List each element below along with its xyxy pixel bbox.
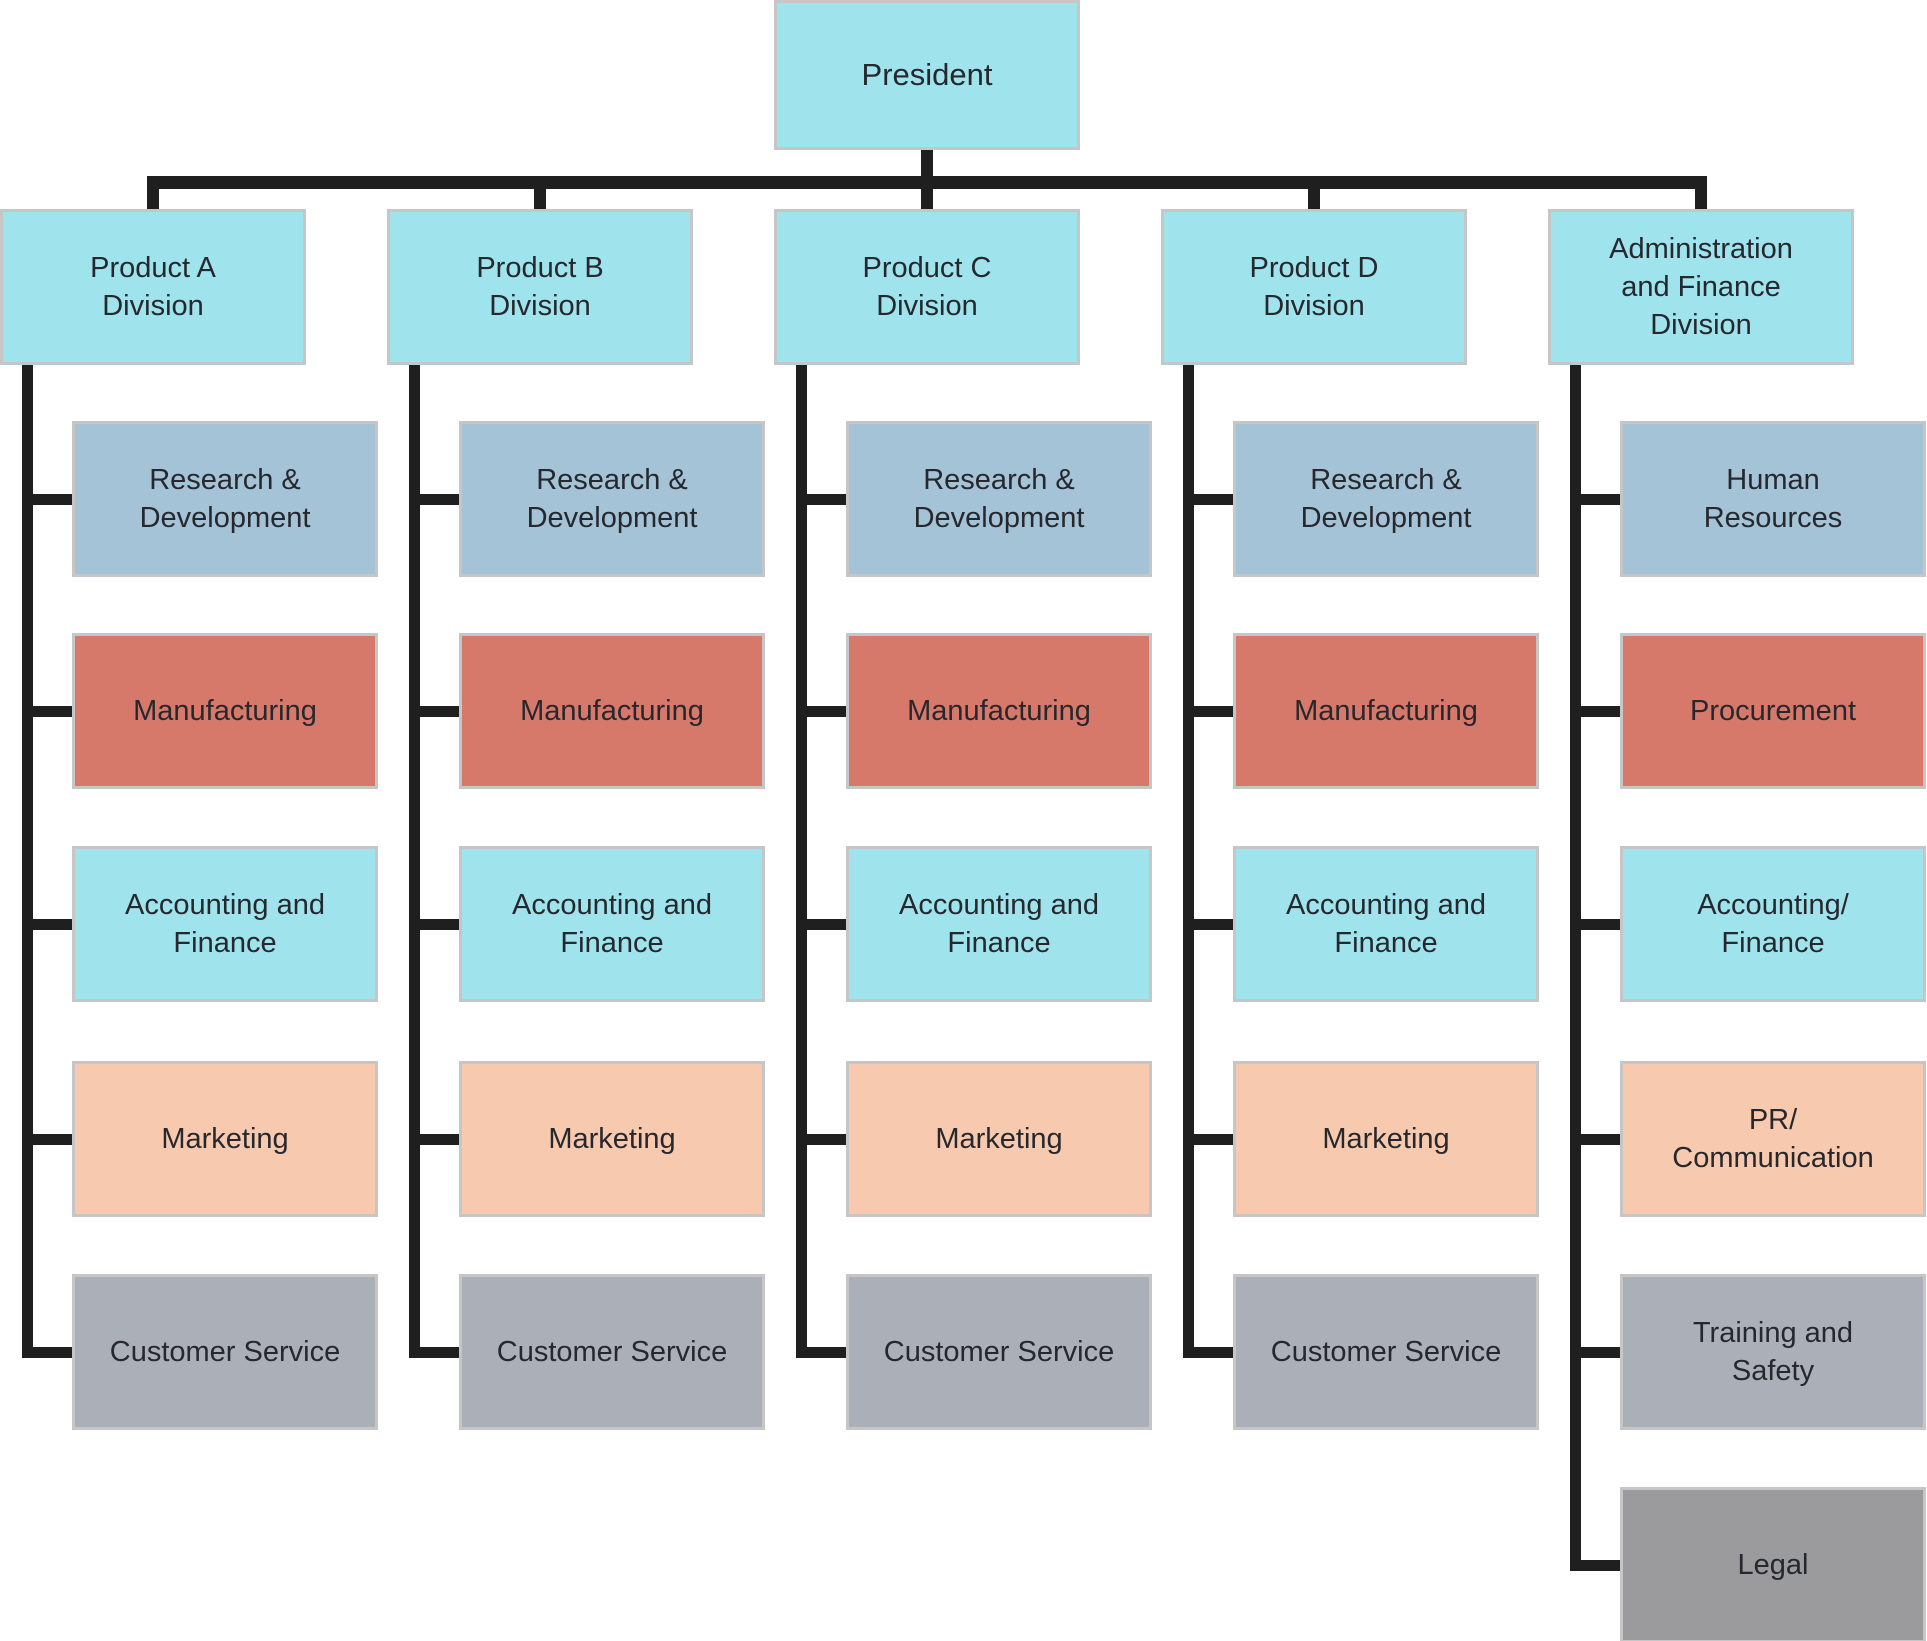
dept-product-a-accounting-finance: Accounting and Finance bbox=[72, 846, 378, 1002]
connector-stub bbox=[420, 919, 459, 930]
dept-product-c-research-development: Research & Development bbox=[846, 421, 1152, 577]
dept-product-d-customer-service: Customer Service bbox=[1233, 1274, 1539, 1430]
connector-stub bbox=[420, 1134, 459, 1145]
connector-stub bbox=[1581, 919, 1620, 930]
connector-stub bbox=[33, 1134, 72, 1145]
dept-product-c-customer-service: Customer Service bbox=[846, 1274, 1152, 1430]
connector-stub bbox=[807, 1134, 846, 1145]
connector-stub bbox=[1581, 494, 1620, 505]
dept-product-c-marketing: Marketing bbox=[846, 1061, 1152, 1217]
connector-stub bbox=[33, 706, 72, 717]
connector-stub bbox=[420, 706, 459, 717]
connector-stub bbox=[33, 1347, 72, 1358]
division-box-product-b: Product B Division bbox=[387, 209, 693, 365]
connector-stub bbox=[1194, 1347, 1233, 1358]
dept-product-c-manufacturing: Manufacturing bbox=[846, 633, 1152, 789]
dept-product-a-marketing: Marketing bbox=[72, 1061, 378, 1217]
connector-trunk-horizontal bbox=[147, 176, 1707, 189]
dept-product-c-accounting-finance: Accounting and Finance bbox=[846, 846, 1152, 1002]
connector-drop-product-b bbox=[534, 176, 546, 210]
dept-product-d-accounting-finance: Accounting and Finance bbox=[1233, 846, 1539, 1002]
division-box-product-d: Product D Division bbox=[1161, 209, 1467, 365]
division-box-product-c: Product C Division bbox=[774, 209, 1080, 365]
connector-drop-admin-finance bbox=[1695, 176, 1707, 210]
connector-stub bbox=[1194, 1134, 1233, 1145]
dept-admin-training-safety: Training and Safety bbox=[1620, 1274, 1926, 1430]
dept-product-d-marketing: Marketing bbox=[1233, 1061, 1539, 1217]
connector-stub bbox=[807, 919, 846, 930]
dept-admin-accounting-finance: Accounting/ Finance bbox=[1620, 846, 1926, 1002]
dept-product-b-customer-service: Customer Service bbox=[459, 1274, 765, 1430]
dept-product-a-customer-service: Customer Service bbox=[72, 1274, 378, 1430]
connector-vertical-product-b bbox=[409, 365, 420, 1358]
dept-admin-human-resources: Human Resources bbox=[1620, 421, 1926, 577]
dept-admin-pr-communication: PR/ Communication bbox=[1620, 1061, 1926, 1217]
dept-product-a-manufacturing: Manufacturing bbox=[72, 633, 378, 789]
dept-product-d-manufacturing: Manufacturing bbox=[1233, 633, 1539, 789]
dept-product-a-research-development: Research & Development bbox=[72, 421, 378, 577]
connector-drop-product-a bbox=[147, 176, 159, 210]
dept-product-b-manufacturing: Manufacturing bbox=[459, 633, 765, 789]
connector-stub bbox=[1581, 1347, 1620, 1358]
connector-stub bbox=[1581, 1134, 1620, 1145]
president-box: President bbox=[774, 0, 1080, 150]
division-box-product-a: Product A Division bbox=[0, 209, 306, 365]
dept-product-b-research-development: Research & Development bbox=[459, 421, 765, 577]
connector-stub bbox=[807, 1347, 846, 1358]
connector-stub bbox=[420, 1347, 459, 1358]
connector-stub bbox=[1194, 919, 1233, 930]
connector-drop-product-d bbox=[1308, 176, 1320, 210]
division-box-admin-finance: Administration and Finance Division bbox=[1548, 209, 1854, 365]
connector-stub bbox=[1194, 706, 1233, 717]
connector-stub bbox=[807, 706, 846, 717]
dept-product-b-accounting-finance: Accounting and Finance bbox=[459, 846, 765, 1002]
connector-stub bbox=[807, 494, 846, 505]
connector-stub bbox=[1581, 1560, 1620, 1571]
connector-vertical-admin-finance bbox=[1570, 365, 1581, 1571]
dept-product-b-marketing: Marketing bbox=[459, 1061, 765, 1217]
connector-stub bbox=[1194, 494, 1233, 505]
connector-stub bbox=[33, 919, 72, 930]
dept-product-d-research-development: Research & Development bbox=[1233, 421, 1539, 577]
dept-admin-legal: Legal bbox=[1620, 1487, 1926, 1641]
connector-vertical-product-a bbox=[22, 365, 33, 1358]
connector-vertical-product-d bbox=[1183, 365, 1194, 1358]
connector-stub bbox=[420, 494, 459, 505]
dept-admin-procurement: Procurement bbox=[1620, 633, 1926, 789]
connector-vertical-product-c bbox=[796, 365, 807, 1358]
connector-stub bbox=[33, 494, 72, 505]
connector-stub bbox=[1581, 706, 1620, 717]
